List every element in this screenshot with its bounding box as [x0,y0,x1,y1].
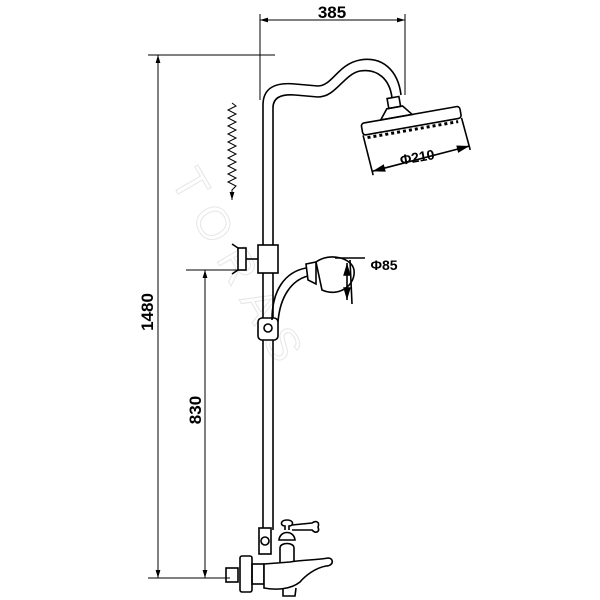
dimension-slider-height [186,269,242,578]
head-diameter-label: Φ210 [399,146,436,168]
dimension-slider-height-label: 830 [186,396,205,424]
diverter [258,527,272,555]
zigzag-down-arrow [226,102,238,200]
dimension-width-label: 385 [318,3,346,22]
hand-shower [271,256,365,323]
dimension-width [259,14,406,100]
slider-bracket [231,243,279,275]
rain-shower-head [360,95,472,176]
dimension-total-height-label: 1480 [138,293,157,331]
dimension-total-height [148,54,275,579]
hand-shower-holder [257,317,279,341]
bath-mixer [225,519,334,597]
hand-shower-diameter-label: Φ85 [370,257,397,273]
